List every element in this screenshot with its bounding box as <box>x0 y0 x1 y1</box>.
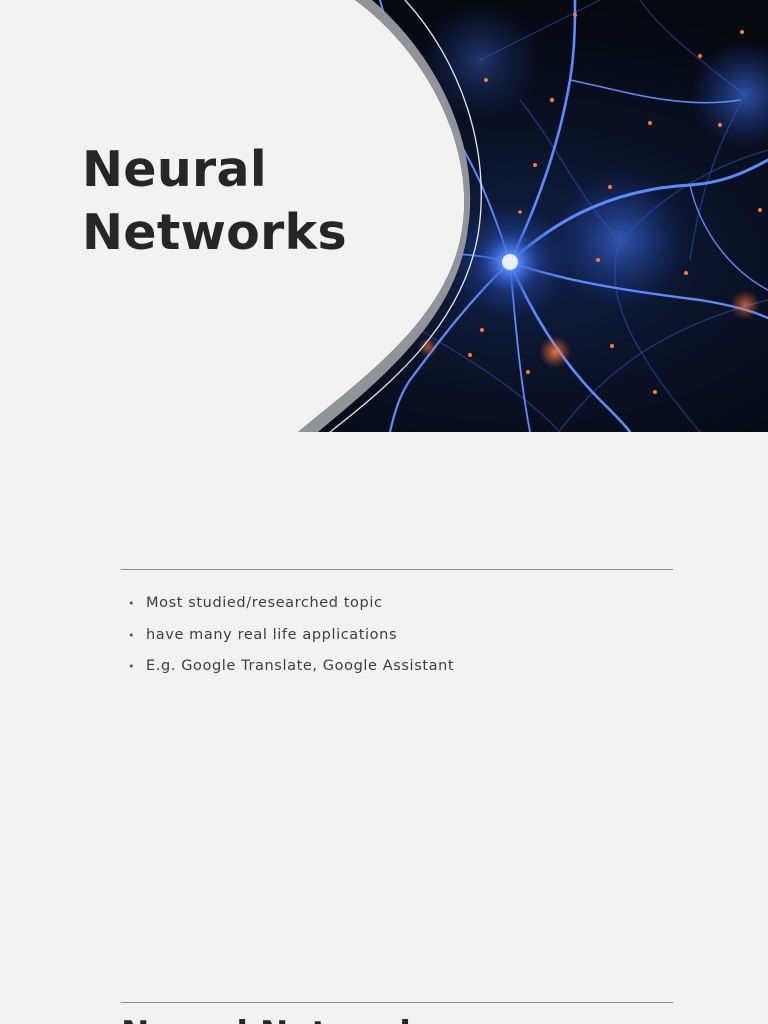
bullet-text: have many real life applications <box>146 626 398 643</box>
bullet-icon: • <box>128 628 136 642</box>
list-item: • Most studied/researched topic <box>128 588 454 620</box>
title-line: Neural <box>82 141 267 198</box>
content-slide: • Most studied/researched topic • have m… <box>0 433 768 865</box>
neuron-image <box>298 0 768 432</box>
list-item: • E.g. Google Translate, Google Assistan… <box>128 651 454 683</box>
slide-title: Neural Networks <box>82 138 347 264</box>
next-slide: Neural Networks <box>0 866 768 1024</box>
title-line: Networks <box>82 204 347 261</box>
bullet-icon: • <box>128 660 136 673</box>
divider-line <box>121 569 673 570</box>
bullet-list: • Most studied/researched topic • have m… <box>128 588 454 683</box>
divider-line <box>121 1002 673 1003</box>
bullet-text: Most studied/researched topic <box>146 595 383 611</box>
list-item: • have many real life applications <box>128 620 454 652</box>
bullet-text: E.g. Google Translate, Google Assistant <box>146 658 455 674</box>
slide-heading: Neural Networks <box>121 1014 442 1024</box>
bullet-icon: • <box>128 597 136 610</box>
title-slide: Neural Networks <box>0 0 768 432</box>
